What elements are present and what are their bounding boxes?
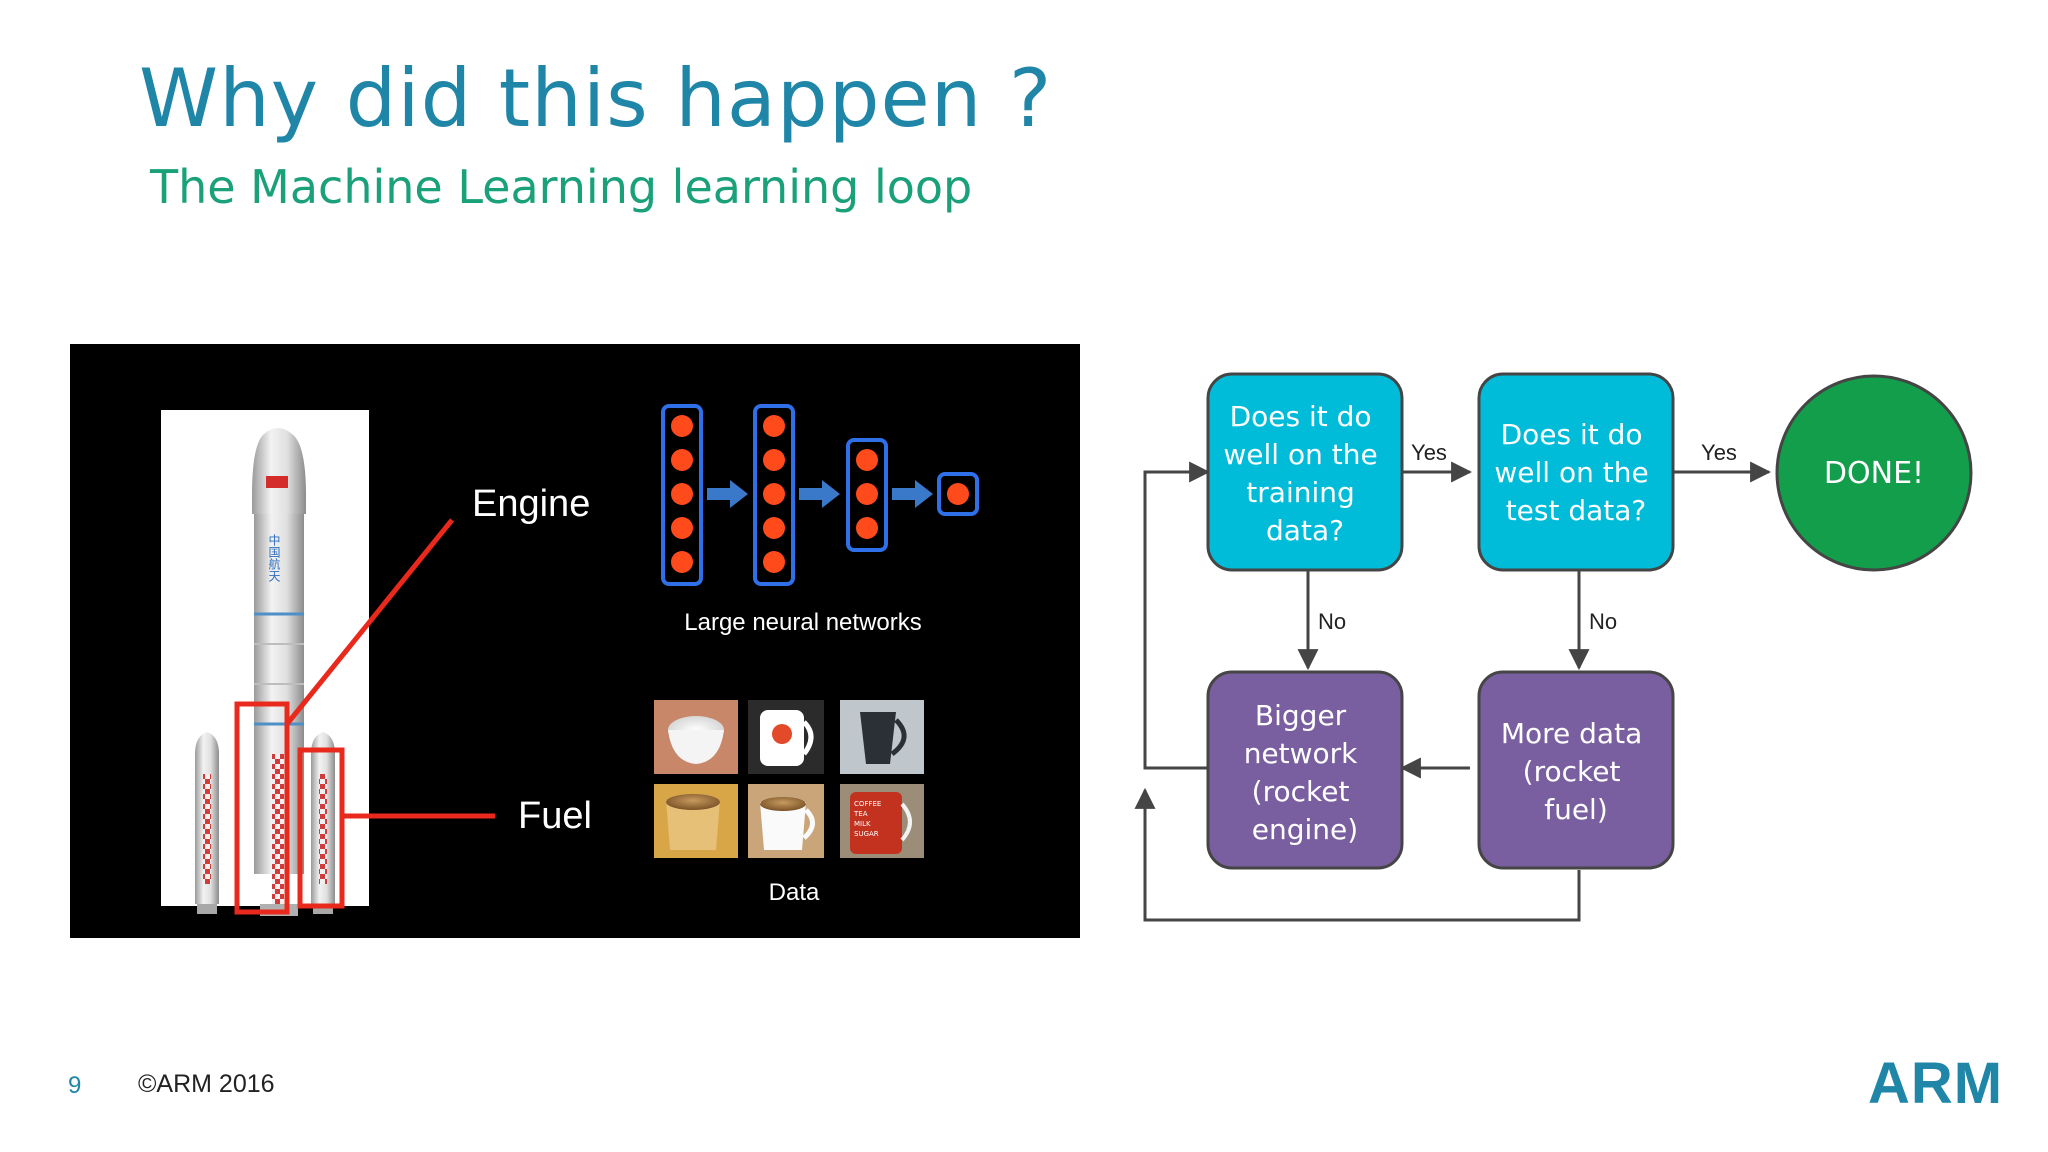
node-line: More data: [1501, 717, 1642, 750]
svg-text:More data (rocket: More data (rocket fuel): [1501, 717, 1651, 826]
mug-label-line: MILK: [854, 820, 871, 828]
rocket-illustration: 中国航天: [161, 410, 369, 916]
done-label: DONE!: [1824, 456, 1924, 491]
bigger-network-node: Bigger network (rocket engine): [1206, 670, 1404, 870]
copyright-text: ©ARM 2016: [138, 1070, 275, 1098]
svg-text:Does it do well on the: Does it do well on the training data?: [1223, 400, 1386, 547]
node-line: Does it do: [1501, 418, 1643, 451]
engine-label: Engine: [472, 483, 590, 525]
arm-logo: ARM: [1868, 1051, 2004, 1116]
node-line: network: [1244, 737, 1358, 770]
node-line: Does it do: [1230, 400, 1372, 433]
engine-callout-line: [285, 518, 454, 726]
node-line: (rocket: [1523, 755, 1621, 788]
node-line: (rocket: [1252, 775, 1350, 808]
engine-highlight-box: [234, 701, 290, 915]
mug-thumbnail: [654, 700, 738, 774]
node-line: well on the: [1494, 456, 1648, 489]
mug-thumbnail: [654, 784, 738, 858]
mug-label-line: SUGAR: [854, 830, 879, 838]
mug-image-grid: COFFEE TEA MILK SUGAR: [654, 700, 924, 858]
no-label: No: [1318, 609, 1346, 634]
node-line: data?: [1266, 514, 1344, 547]
training-data-question-node: Does it do well on the training data?: [1206, 372, 1404, 572]
more-data-node: More data (rocket fuel): [1477, 670, 1675, 870]
flowchart: Yes Yes No No Does it do well on the tra…: [1130, 360, 1990, 944]
node-line: well on the: [1223, 438, 1377, 471]
data-caption: Data: [769, 879, 820, 906]
data-loop-back-arrow: [1134, 787, 1581, 922]
rocket-analogy-panel: 中国航天 Engine Fuel: [70, 344, 1080, 938]
mug-thumbnail: COFFEE TEA MILK SUGAR: [840, 784, 924, 858]
node-line: Bigger: [1255, 699, 1347, 732]
rocket-analogy-graphic: 中国航天 Engine Fuel: [161, 404, 979, 916]
neural-network-diagram: [661, 404, 979, 586]
slide-subtitle: The Machine Learning learning loop: [150, 160, 973, 214]
node-line: fuel): [1544, 793, 1608, 826]
node-line: engine): [1252, 813, 1358, 846]
page-number: 9: [68, 1072, 82, 1099]
svg-text:Does it do well on the: Does it do well on the test data?: [1494, 418, 1657, 527]
fuel-highlight-box: [297, 747, 345, 909]
done-node: DONE!: [1775, 374, 1973, 572]
node-line: test data?: [1506, 494, 1647, 527]
mug-label-line: COFFEE: [854, 800, 881, 808]
mug-thumbnail: [748, 784, 824, 858]
yes-label: Yes: [1411, 440, 1447, 465]
network-loop-back-arrow: [1143, 461, 1211, 770]
svg-text:Bigger network: Bigger network (rocket engine): [1244, 699, 1367, 846]
no-label: No: [1589, 609, 1617, 634]
mug-label-line: TEA: [853, 810, 868, 818]
nn-caption: Large neural networks: [684, 609, 921, 636]
mug-thumbnail: [748, 700, 824, 774]
mug-thumbnail: [840, 700, 924, 774]
test-data-question-node: Does it do well on the test data?: [1477, 372, 1675, 572]
slide-title: Why did this happen ?: [139, 52, 1053, 145]
rocket-badge-text: 中国航天: [267, 533, 281, 582]
flowchart-graphic: Yes Yes No No Does it do well on the tra…: [1134, 372, 1973, 922]
yes-label: Yes: [1701, 440, 1737, 465]
node-line: training: [1246, 476, 1354, 509]
fuel-label: Fuel: [518, 795, 592, 837]
